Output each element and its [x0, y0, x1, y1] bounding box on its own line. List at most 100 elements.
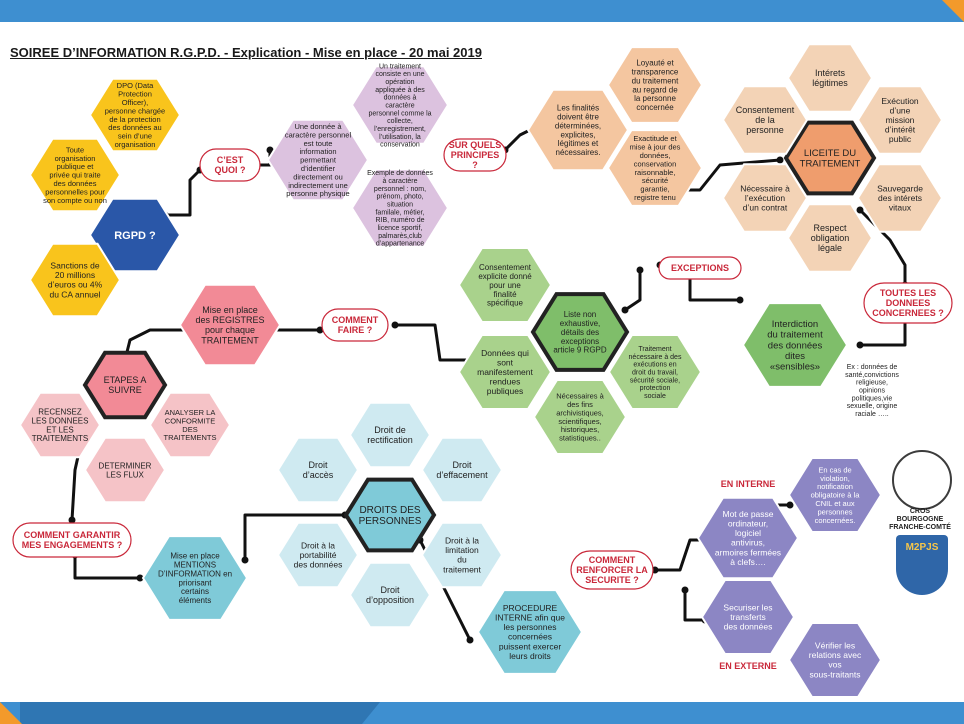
- hex-droit-limitation-shape: [420, 521, 504, 589]
- link-cestquoi-definition-end: [266, 146, 274, 154]
- hex-liceite-shape: [783, 120, 877, 196]
- link-mentions-end: [136, 574, 144, 582]
- link-securite-externe-start: [681, 586, 689, 594]
- link-exceptions-start: [736, 296, 744, 304]
- callout-comment-faire-frame: [321, 308, 389, 342]
- hex-registres-shape: [178, 283, 282, 367]
- hex-dpo-shape: [88, 77, 182, 153]
- hex-traitement-shape: [350, 65, 450, 145]
- callout-cest-quoi-frame: [199, 148, 261, 182]
- hex-consentement-explicite-shape: [457, 247, 553, 323]
- callout-exceptions-frame: [658, 256, 742, 280]
- hex-droit-rectification-shape: [348, 401, 432, 469]
- hex-droits-personnes-shape: [343, 477, 437, 553]
- callout-securite-frame: [570, 550, 654, 590]
- hex-droit-acces-shape: [276, 436, 360, 504]
- bottom-banner-dark: [20, 702, 380, 724]
- hex-finalites-shape: [526, 88, 630, 172]
- link-procedure-end: [466, 636, 474, 644]
- hex-securiser-transferts-shape: [700, 579, 796, 655]
- link-exceptions-center-end: [621, 306, 629, 314]
- cros-region: BOURGOGNE FRANCHE-COMTÉ: [889, 516, 951, 531]
- hex-mission-interet-public-shape: [856, 85, 944, 155]
- callout-exceptions: EXCEPTIONS: [658, 256, 742, 280]
- link-rgpd-cestquoi: [165, 168, 202, 217]
- link-toutes-start: [856, 206, 864, 214]
- bottom-banner-accent: [0, 702, 22, 724]
- hex-droit-opposition-shape: [348, 561, 432, 629]
- hex-flux-shape: [83, 436, 167, 504]
- link-exceptions-center-start: [636, 266, 644, 274]
- cros-logo-label: CROS BOURGOGNE FRANCHE-COMTÉ: [884, 508, 956, 532]
- hex-mot-de-passe-shape: [696, 496, 800, 580]
- cros-logo: [892, 450, 952, 510]
- callout-principes-frame: [443, 138, 507, 172]
- link-securite-violation-end: [786, 501, 794, 509]
- link-droits: [243, 513, 345, 560]
- top-banner-accent: [942, 0, 964, 22]
- link-toutes-exceptions-end: [856, 341, 864, 349]
- link-engagements-end: [68, 516, 76, 524]
- link-toutes-exceptions: [860, 320, 907, 347]
- hex-droit-portabilite-shape: [276, 521, 360, 589]
- m2pjs-logo: [896, 535, 948, 595]
- hex-sanctions-shape: [28, 242, 122, 318]
- hex-rgpd-shape: [88, 197, 182, 273]
- hex-manifestement-publiques-shape: [457, 334, 553, 410]
- hex-sauvegarde-shape: [856, 163, 944, 233]
- hex-recensez-shape: [18, 391, 102, 459]
- hex-rgpd: RGPD ?: [88, 197, 182, 273]
- hex-exactitude-shape: [606, 129, 704, 207]
- callout-exceptions-text: EXCEPTIONS: [671, 263, 729, 273]
